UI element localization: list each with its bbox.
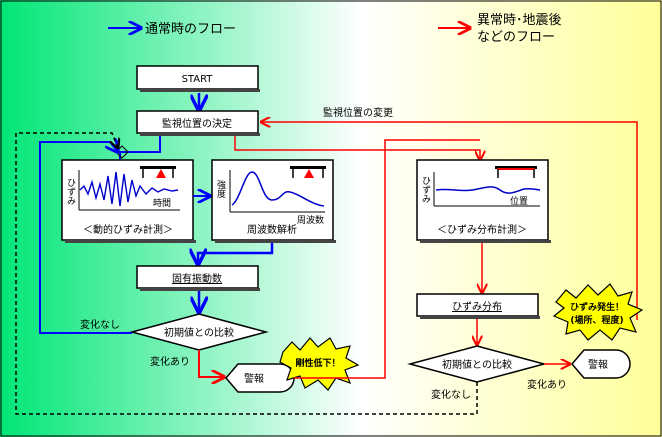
- freq-caption: 周波数解析: [247, 223, 297, 236]
- dist-ylabel: ひずみ: [420, 176, 431, 203]
- freq-xlabel: 周波数: [297, 214, 324, 226]
- compare-left-label: 初期値との比較: [164, 326, 234, 339]
- arrow-changed-to-alarm-left: [198, 350, 224, 377]
- stiffness-drop-label: 剛性低下！: [295, 357, 340, 369]
- compare-right-label: 初期値との比較: [442, 358, 512, 371]
- arrow-freq-to-natural: [198, 243, 274, 264]
- strain-occurrence-label-2: (場所、程度): [570, 314, 623, 326]
- dynamic-caption: ＜動的ひずみ計測＞: [83, 223, 173, 236]
- arrow-decide-to-distribution: [234, 136, 480, 160]
- dist-xlabel: 位置: [510, 195, 528, 207]
- arrow-alarm-to-distribution: [294, 139, 480, 379]
- dynamic-xlabel: 時間: [153, 198, 171, 209]
- no-change-right-label: 変化なし: [431, 388, 471, 401]
- freq-ylabel: 強度: [215, 179, 226, 199]
- legend-abnormal-label-2: などのフロー: [477, 30, 555, 45]
- strain-result-label: ひずみ分布: [452, 301, 502, 313]
- decide-position-label: 監視位置の決定: [162, 117, 232, 130]
- strain-occurrence-burst: [552, 283, 644, 341]
- legend-abnormal-label-1: 異常時･地震後: [477, 13, 562, 28]
- changed-right-label: 変化あり: [527, 378, 567, 391]
- legend-normal-label: 通常時のフロー: [145, 22, 236, 37]
- sensor-triangle-icon: [304, 169, 314, 178]
- alarm-right-label: 警報: [588, 358, 608, 371]
- stiffness-drop-burst: [279, 337, 360, 391]
- changed-left-label: 変化あり: [150, 355, 190, 368]
- arrow-no-change-loop-right: [15, 132, 478, 415]
- position-change-label: 監視位置の変更: [323, 106, 393, 119]
- dynamic-ylabel: ひずみ: [65, 178, 76, 205]
- alarm-right-shape: [571, 349, 631, 379]
- frequency-spectrum-curve: [231, 171, 325, 207]
- no-change-left-label: 変化なし: [80, 318, 120, 331]
- strain-distribution-box: [416, 159, 549, 241]
- dist-caption: ＜ひずみ分布計測＞: [437, 223, 527, 236]
- arrow-position-change: [261, 122, 638, 320]
- alarm-left-label: 警報: [244, 372, 264, 385]
- strain-occurrence-label-1: ひずみ発生！: [570, 301, 624, 313]
- start-label: START: [182, 74, 214, 85]
- sensor-triangle-icon: [156, 169, 166, 178]
- dynamic-strain-waveform: [79, 171, 179, 207]
- strain-distribution-curve: [435, 186, 541, 194]
- natural-frequency-label: 固有振動数: [172, 272, 222, 285]
